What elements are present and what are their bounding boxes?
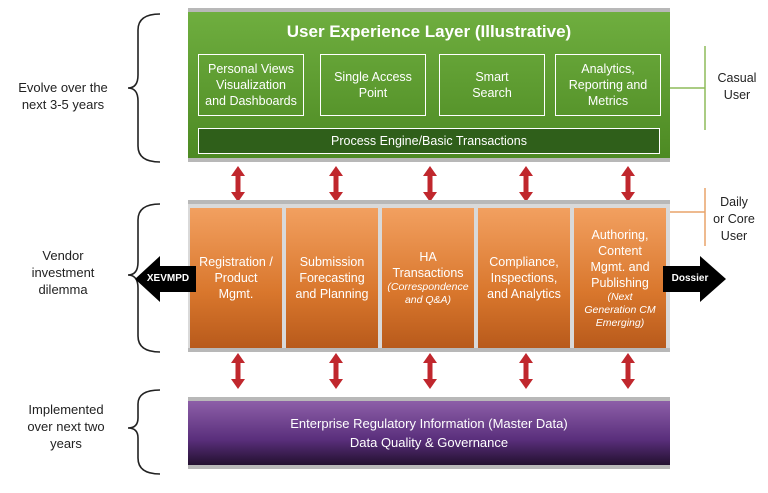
process-engine-bar: Process Engine/Basic Transactions — [198, 128, 660, 154]
casual-bracket — [670, 46, 706, 130]
xevmpd-label: XEVMPD — [146, 273, 190, 284]
enterprise-data-layer: Enterprise Regulatory Information (Maste… — [188, 397, 670, 469]
ux-layer-title: User Experience Layer (Illustrative) — [286, 22, 572, 41]
label-evolve: Evolve over the next 3-5 years — [18, 80, 108, 112]
data-layer-line1: Enterprise Regulatory Information (Maste… — [290, 416, 568, 431]
core-layer: Registration / Product Mgmt. Submission … — [188, 200, 670, 352]
dossier-label: Dossier — [671, 273, 709, 284]
core-user-label: Daily or Core User — [713, 195, 755, 243]
ha-transactions-box: HA Transactions (Correspondence and Q&A) — [382, 208, 474, 348]
brace-evolve — [127, 13, 161, 163]
xevmpd-arrow — [135, 256, 196, 302]
registration-box: Registration / Product Mgmt. — [190, 208, 282, 348]
submission-box: Submission Forecasting and Planning — [286, 208, 378, 348]
dossier-arrow — [663, 256, 726, 302]
brace-implemented — [127, 389, 161, 475]
user-experience-layer: User Experience Layer (Illustrative) Per… — [188, 8, 670, 162]
core-bracket — [670, 188, 706, 246]
brace-vendor — [127, 203, 161, 353]
left-braces — [127, 13, 161, 475]
label-vendor: Vendor investment dilemma — [31, 248, 95, 297]
casual-user-label: Casual User — [717, 71, 757, 102]
label-implemented: Implemented over next two years — [27, 402, 105, 451]
authoring-box: Authoring, Content Mgmt. and Publishing … — [574, 208, 666, 348]
data-layer-line2: Data Quality & Governance — [349, 435, 509, 450]
compliance-box: Compliance, Inspections, and Analytics — [478, 208, 570, 348]
